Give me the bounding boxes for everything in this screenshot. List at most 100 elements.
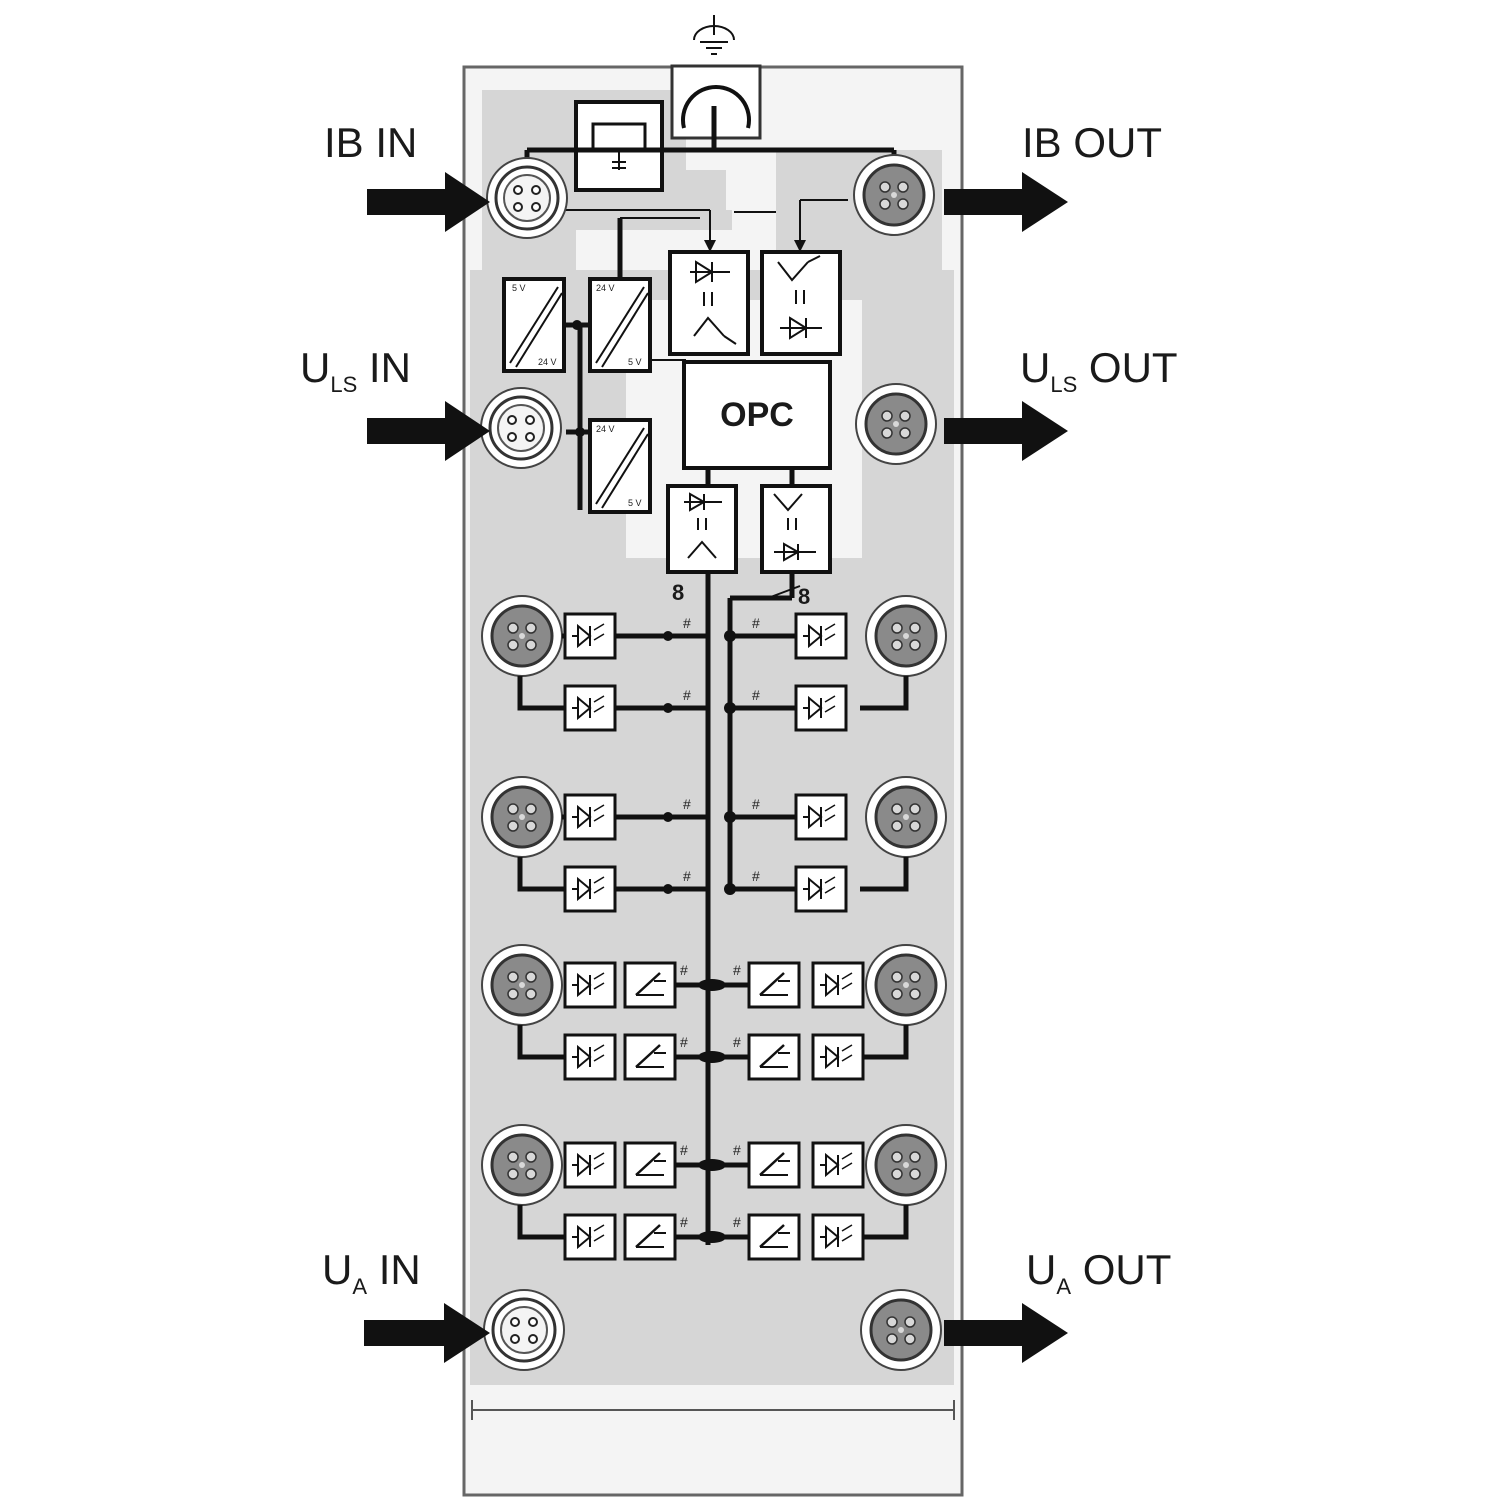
opto-right	[794, 684, 848, 732]
converter-wiring	[564, 320, 686, 510]
opto-right	[794, 793, 848, 841]
svg-text:24 V: 24 V	[596, 424, 615, 434]
opto-left	[563, 612, 617, 660]
io-socket-right-4[interactable]	[864, 1123, 948, 1207]
junction-dot	[724, 883, 736, 895]
label-ib-out: IB OUT	[1022, 119, 1162, 166]
socket-wire-right	[860, 1025, 909, 1060]
svg-text:24 V: 24 V	[596, 283, 615, 293]
junction-dot	[698, 1231, 726, 1243]
opto-right	[811, 1033, 865, 1081]
opto-left	[563, 1033, 617, 1081]
bus-mark: #	[680, 1034, 688, 1050]
bus-mark: #	[733, 1142, 741, 1158]
opto-left	[563, 865, 617, 913]
arrow-ua-in	[364, 1303, 490, 1363]
socket-wire-left	[517, 676, 566, 711]
bus-mark: #	[683, 868, 691, 884]
junction-dot	[724, 702, 736, 714]
dc-converter-2: 24 V 5 V	[588, 277, 652, 373]
ib-out-socket[interactable]	[852, 153, 936, 237]
bus-width-right: 8	[798, 584, 810, 609]
opto-left	[563, 793, 617, 841]
bus-width-left: 8	[672, 580, 684, 605]
arrow-ib-in	[367, 172, 490, 232]
io-socket-left-3[interactable]	[480, 943, 564, 1027]
driver-right	[747, 1141, 801, 1189]
ua-out-socket[interactable]	[859, 1288, 943, 1372]
arrow-ib-out	[944, 172, 1068, 232]
bus-mark: #	[683, 687, 691, 703]
opto-right	[794, 612, 848, 660]
opto-right	[811, 1213, 865, 1261]
io-group-1: # # # #	[480, 594, 948, 732]
arrow-uls-out	[944, 401, 1068, 461]
opto-left	[563, 684, 617, 732]
bus-mark: #	[752, 615, 760, 631]
svg-text:5 V: 5 V	[628, 498, 642, 508]
label-ua-in: UA IN	[322, 1246, 421, 1299]
junction-dot	[698, 979, 726, 991]
label-uls-in: ULS IN	[300, 344, 411, 397]
junction-dot	[698, 1159, 726, 1171]
opto-right	[811, 1141, 865, 1189]
opto-left	[563, 961, 617, 1009]
io-group-2: # # # #	[480, 775, 948, 913]
internal-bus	[705, 572, 795, 1245]
bus-mark: #	[733, 962, 741, 978]
ib-in-socket[interactable]	[485, 156, 569, 240]
junction-dot	[663, 631, 673, 641]
junction-dot	[663, 812, 673, 822]
svg-text:5 V: 5 V	[512, 283, 526, 293]
label-uls-out: ULS OUT	[1020, 344, 1178, 397]
io-socket-right-3[interactable]	[864, 943, 948, 1027]
bus-mark: #	[733, 1034, 741, 1050]
bus-mark: #	[680, 1214, 688, 1230]
dc-converter-1: 5 V 24 V	[502, 277, 566, 373]
arrow-ua-out	[944, 1303, 1068, 1363]
uls-in-socket[interactable]	[479, 386, 563, 470]
junction-dot	[698, 1051, 726, 1063]
bus-mark: #	[683, 796, 691, 812]
bus-mark: #	[752, 796, 760, 812]
ua-in-socket[interactable]	[482, 1288, 566, 1372]
driver-left	[623, 1033, 677, 1081]
arrow-uls-in	[367, 401, 490, 461]
io-group-3: ####	[480, 943, 948, 1081]
io-socket-right-1[interactable]	[864, 594, 948, 678]
bus-mark: #	[733, 1214, 741, 1230]
driver-left	[623, 961, 677, 1009]
io-socket-right-2[interactable]	[864, 775, 948, 859]
driver-left	[623, 1213, 677, 1261]
driver-right	[747, 1213, 801, 1261]
driver-right	[747, 961, 801, 1009]
socket-wire-right	[860, 1205, 909, 1240]
socket-wire-left	[517, 1025, 566, 1060]
opto-coupler-io-out	[666, 484, 738, 574]
junction-dot	[724, 811, 736, 823]
bus-mark: #	[752, 687, 760, 703]
bus-mark: #	[752, 868, 760, 884]
socket-wire-right	[860, 857, 909, 892]
opto-coupler-ib-rx	[668, 250, 750, 356]
opc-label: OPC	[720, 396, 794, 434]
uls-out-socket[interactable]	[854, 382, 938, 466]
opto-coupler-ib-tx	[760, 250, 842, 356]
opto-right	[811, 961, 865, 1009]
io-socket-left-1[interactable]	[480, 594, 564, 678]
ground-icon	[693, 15, 735, 55]
io-socket-left-2[interactable]	[480, 775, 564, 859]
svg-text:24 V: 24 V	[538, 357, 557, 367]
opto-right	[794, 865, 848, 913]
opto-coupler-io-in	[760, 484, 832, 574]
io-socket-left-4[interactable]	[480, 1123, 564, 1207]
socket-wire-right	[860, 676, 909, 711]
opto-left	[563, 1213, 617, 1261]
junction-dot	[724, 630, 736, 642]
svg-text:5 V: 5 V	[628, 357, 642, 367]
bus-mark: #	[683, 615, 691, 631]
driver-right	[747, 1033, 801, 1081]
dc-converter-3: 24 V 5 V	[588, 418, 652, 514]
junction-dot	[663, 703, 673, 713]
